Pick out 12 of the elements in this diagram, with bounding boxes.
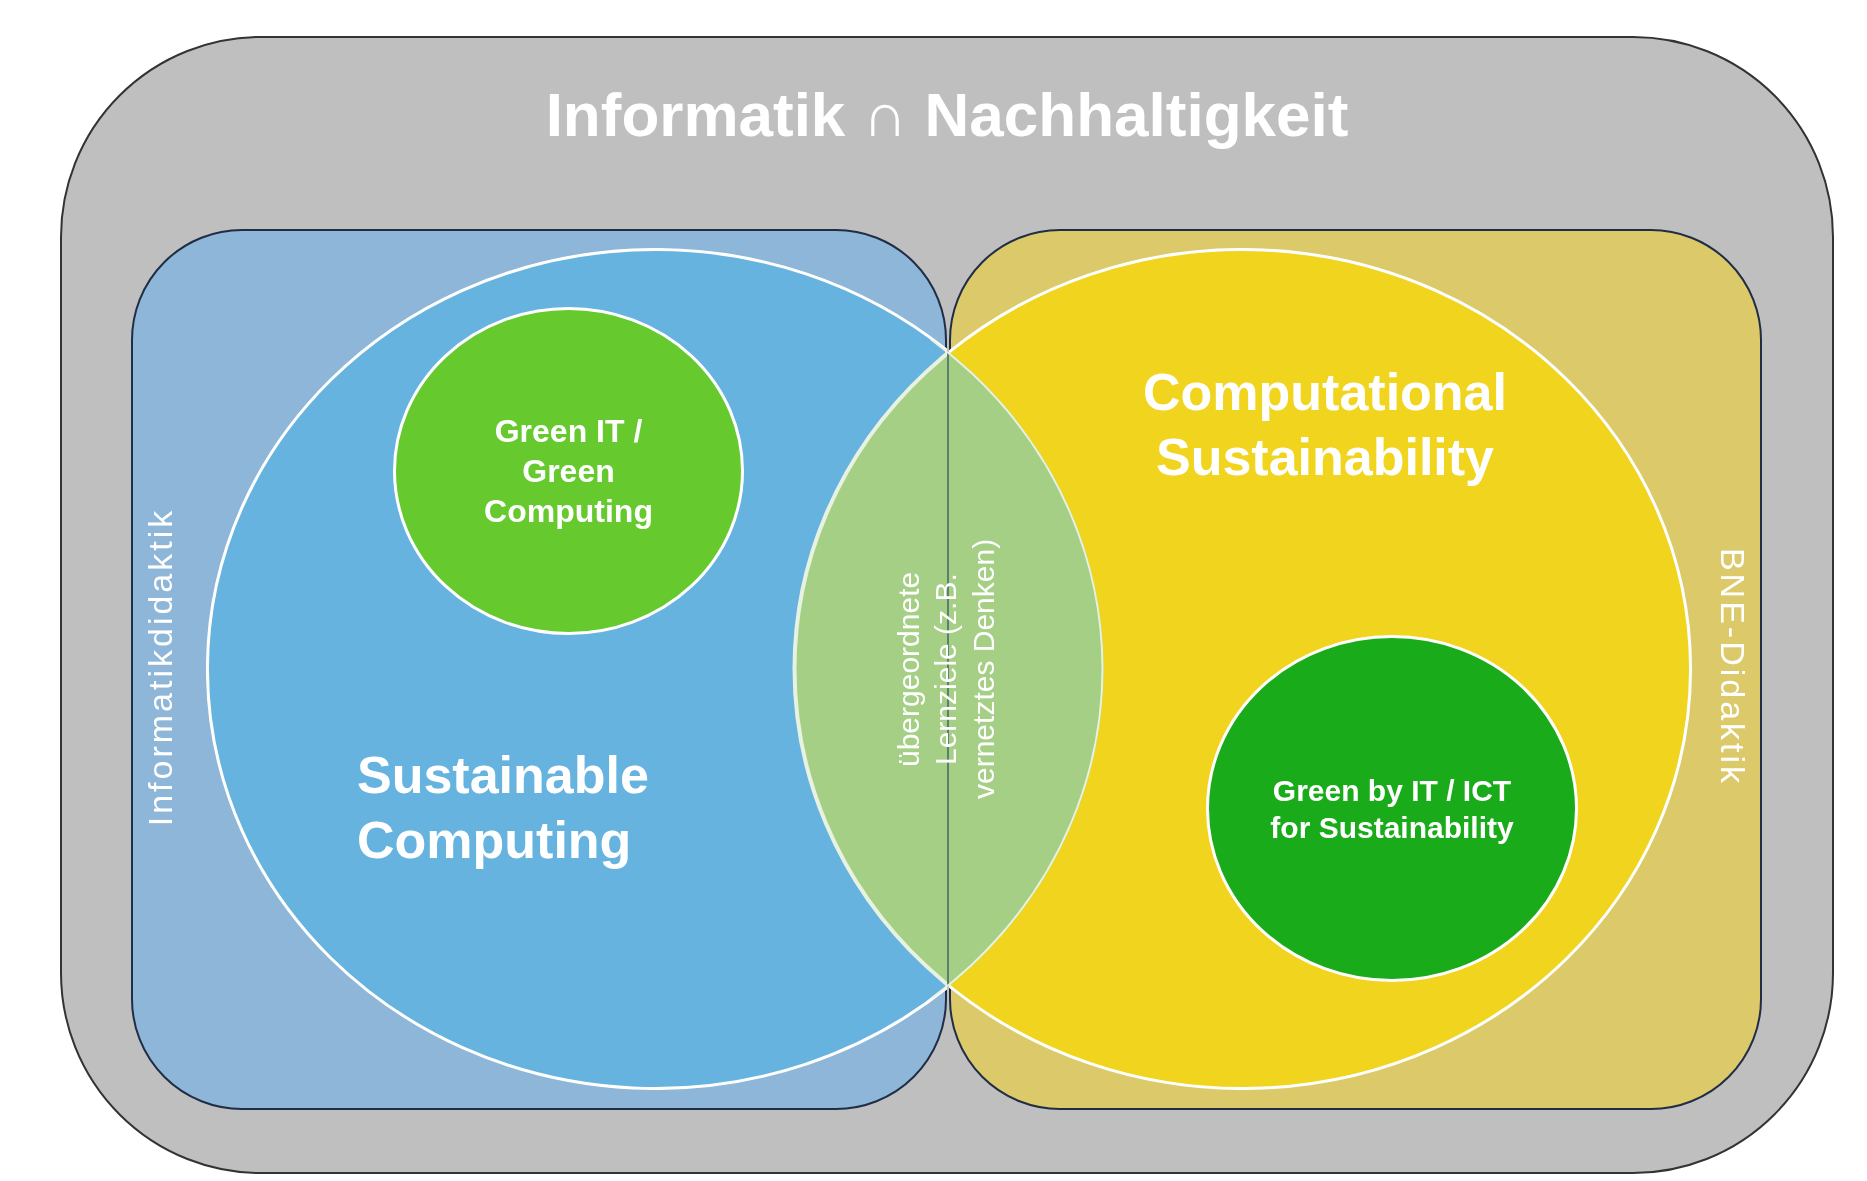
circle-title: Sustainable Computing [357, 745, 650, 871]
circle-label: Green IT / Green Computing [483, 412, 654, 531]
circle-label: Green by IT / ICT for Sustainability [1269, 772, 1515, 846]
overlap-label: übergeordnete Lernziele (z.B. vernetztes Denken) [890, 537, 1001, 802]
overlap-region [792, 340, 1105, 998]
panel-heading: Informatik ∩ Nachhaltigkeit [544, 79, 1350, 151]
topic-circle [1206, 635, 1578, 982]
area-label: BNE-Didaktik [1713, 547, 1754, 787]
area-label: Informatikdidaktik [139, 507, 180, 827]
outer-panel [60, 36, 1834, 1174]
topic-circle [393, 307, 744, 635]
circle-title: Computational Sustainability [1142, 362, 1508, 488]
